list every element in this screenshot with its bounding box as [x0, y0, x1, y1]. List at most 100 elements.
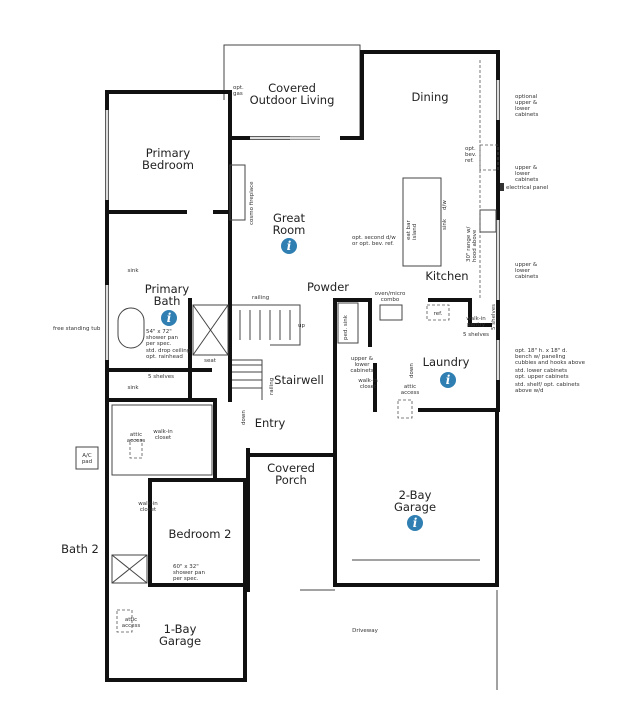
note-railing-vertical: railing [269, 378, 275, 395]
note-primary-closet: walk-in [153, 429, 173, 435]
note-sink-kitchen: sink [442, 218, 448, 230]
note-attic-1bay: attic [125, 617, 137, 623]
note-line: per spec. [146, 341, 172, 347]
note-std-shelf: std. shelf/ opt. cabinets [515, 382, 580, 388]
note-line: pad [82, 459, 92, 465]
label-2bay-garage-1: 2-Bay [399, 488, 432, 502]
note-line: opt. rainhead [146, 354, 183, 360]
note-bev-ref: opt. [465, 146, 476, 152]
note-electrical-panel: electrical panel [506, 185, 549, 191]
note-b2-shower: 60" x 32" [173, 564, 199, 570]
exterior-walls [105, 50, 500, 690]
label-1bay-garage-2: Garage [159, 634, 201, 648]
info-icon-laundry[interactable]: i [440, 372, 456, 388]
label-powder: Powder [307, 280, 349, 294]
ac-pad [75, 446, 99, 470]
note-down-entry: down [241, 410, 247, 425]
note-line: or opt. bev. ref. [352, 241, 394, 247]
label-entry: Entry [255, 416, 286, 430]
note-walk-in-closet: walk-in [358, 378, 378, 384]
kitchen-fixtures [229, 60, 499, 344]
note-line: shower pan [173, 570, 205, 576]
note-std-lower: std. lower cabinets [515, 368, 567, 374]
note-line: cabinets [515, 112, 538, 118]
label-primary-bedroom-1: Primary [146, 146, 191, 160]
label-dining: Dining [411, 90, 448, 104]
powder-toilet [337, 302, 359, 344]
note-line: per spec. [173, 576, 199, 582]
note-line: cubbies and hooks above [515, 360, 586, 366]
room-labels: Covered Outdoor Living Dining Primary Be… [61, 81, 469, 648]
note-line: closet [140, 507, 157, 513]
note-railing: railing [252, 295, 269, 301]
note-line: lower [515, 106, 531, 112]
note-line: lower [354, 362, 370, 368]
label-covered-porch-2: Porch [275, 473, 307, 487]
label-covered-outdoor-2: Outdoor Living [250, 93, 335, 107]
covered-outdoor-outline [223, 44, 500, 140]
note-ped-sink: ped. sink [343, 314, 349, 340]
bev-fridge-outline [479, 144, 499, 171]
note-second-dw: opt. second d/w [352, 235, 396, 241]
bath-fixtures [111, 304, 413, 633]
note-line: access [127, 438, 146, 444]
label-2bay-garage-2: Garage [394, 500, 436, 514]
info-icon-primary-bath[interactable]: i [161, 310, 177, 326]
note-sink-bath: sink [127, 385, 139, 391]
note-range: 30" range w/ [466, 226, 472, 262]
note-line: shower pan [146, 335, 178, 341]
note-line: access [122, 623, 141, 629]
label-laundry: Laundry [423, 355, 470, 369]
note-bath-shelves: 5 shelves [148, 374, 174, 380]
free-standing-tub [117, 307, 145, 349]
electrical-panel-marker [500, 183, 504, 191]
note-line: cabinets [515, 274, 538, 280]
note-line: ref. [465, 158, 474, 164]
note-optional-cabinets: optional [515, 94, 538, 100]
note-line: lower [515, 171, 531, 177]
fireplace [229, 164, 246, 221]
note-line: closet [155, 435, 172, 441]
info-glyph: i [413, 516, 418, 530]
staircase [232, 304, 301, 400]
note-fireplace: cosmo fireplace [249, 181, 255, 225]
note-pantry: walk-in [466, 316, 486, 322]
note-upper-lower-laundry: upper & [351, 356, 374, 362]
note-line: bench w/ paneling [515, 354, 565, 360]
note-opt-gas-2: gas [233, 91, 243, 97]
info-icon-garage[interactable]: i [407, 515, 423, 531]
note-shower-pan: 54" x 72" [146, 329, 172, 335]
label-driveway: Driveway [352, 628, 379, 634]
label-kitchen: Kitchen [425, 269, 468, 283]
note-line: lower [515, 268, 531, 274]
note-up: up [298, 323, 305, 329]
note-b2-closet: walk-in [138, 501, 158, 507]
note-upper-lower: upper & [515, 165, 538, 171]
walk-in-closet-primary [111, 404, 213, 476]
label-primary-bedroom-2: Bedroom [142, 158, 194, 172]
note-line: island [412, 224, 418, 240]
label-1bay-garage-1: 1-Bay [164, 622, 197, 636]
note-upper-lower-2: upper & [515, 262, 538, 268]
note-line: hood above [472, 229, 478, 262]
note-oven-micro: oven/micro [375, 291, 406, 297]
note-ac-pad: A/C [82, 453, 92, 459]
note-ref: ref. [434, 311, 443, 317]
label-primary-bath-2: Bath [154, 294, 181, 308]
label-covered-outdoor-1: Covered [268, 81, 316, 95]
note-opt-gas: opt. [233, 85, 244, 91]
note-dw: d/w [442, 200, 448, 210]
note-bench: opt. 18" h. x 18" d. [515, 348, 568, 354]
range [479, 209, 497, 233]
info-icon-great-room[interactable]: i [281, 238, 297, 254]
note-line: pantry [467, 322, 486, 328]
label-primary-bath-1: Primary [145, 282, 190, 296]
info-glyph: i [167, 311, 172, 325]
note-down-laundry: down [409, 363, 415, 378]
note-line: upper & [515, 100, 538, 106]
label-great-room-1: Great [273, 211, 306, 225]
note-sink: sink [127, 268, 139, 274]
note-attic-garage: attic [404, 384, 416, 390]
kitchen-island [402, 177, 442, 267]
